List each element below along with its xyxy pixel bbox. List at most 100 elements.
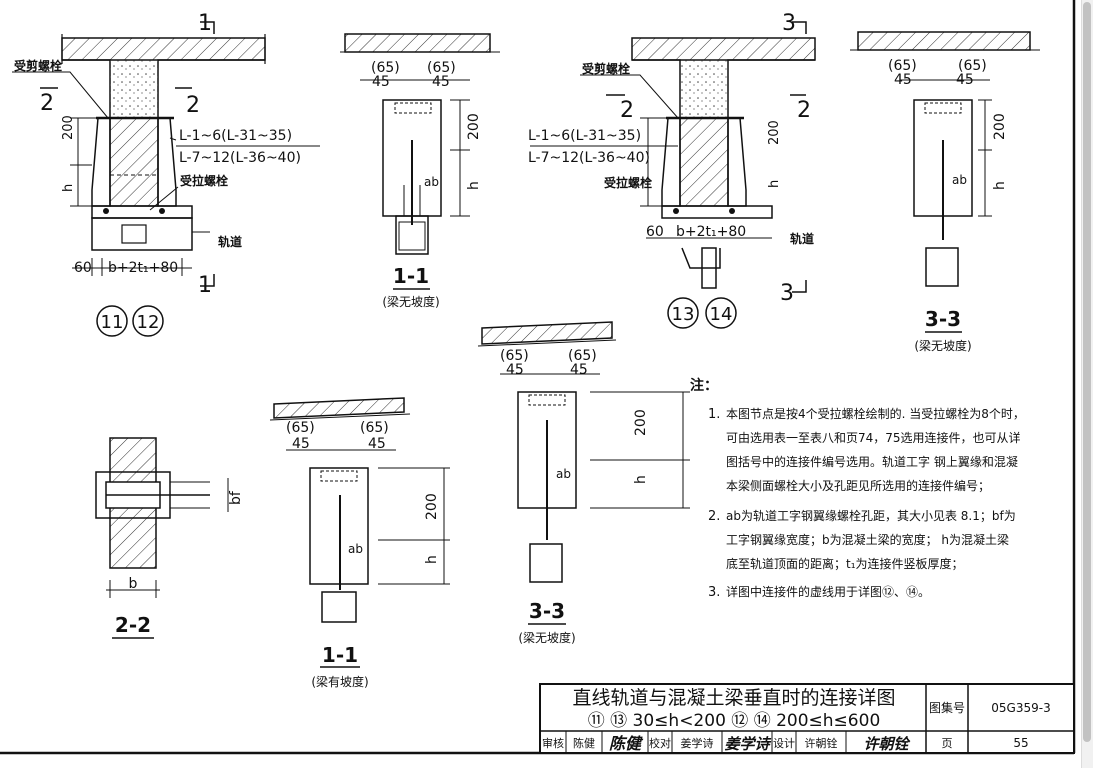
- cut-2-left: 2: [620, 98, 634, 123]
- ab-label: ab: [556, 467, 571, 481]
- note-1-line-1: 本图节点是按4个受拉螺栓绘制的. 当受拉螺栓为8个时，: [726, 406, 1025, 421]
- cut-3-top: 3: [782, 11, 796, 36]
- dim-65b: (65): [360, 420, 389, 436]
- cut-1-top: 1: [198, 11, 212, 36]
- dim-h: h: [424, 555, 440, 564]
- dim-45a: 45: [506, 362, 524, 378]
- atlas-label: 图集号: [929, 700, 965, 715]
- note-2-line-3: 底至轨道顶面的距离；t₁为连接件竖板厚度；: [726, 556, 964, 571]
- cut-3-bottom: 3: [780, 281, 794, 306]
- notes-heading: 注：: [690, 377, 718, 394]
- section-subtitle: (梁有坡度): [311, 674, 368, 689]
- dim-45a: 45: [372, 74, 390, 90]
- design-label: 设计: [773, 737, 795, 750]
- dim-200: 200: [767, 120, 782, 145]
- detail-label-14: 14: [710, 304, 733, 325]
- dim-200: 200: [466, 113, 482, 140]
- dim-65a: (65): [500, 348, 529, 364]
- detail-label-12: 12: [137, 312, 160, 333]
- dim-45a: 45: [292, 436, 310, 452]
- ab-label: ab: [952, 173, 967, 187]
- rail-label: 轨道: [218, 234, 242, 249]
- dim-bf: bf: [228, 490, 244, 505]
- note-2-line-2: 工字钢翼缘宽度；b为混凝土梁的宽度； h为混凝土梁: [726, 532, 1009, 547]
- note-1-line-2: 可由选用表一至表八和页74，75选用连接件，也可从详: [726, 430, 1021, 445]
- section-2-2: bf b 2-2: [95, 437, 244, 639]
- dim-h: h: [61, 184, 76, 192]
- note-1-line-4: 本梁侧面螺栓大小及孔距见所选用的连接件编号；: [726, 478, 990, 493]
- design-signature: 许朝铨: [863, 735, 910, 753]
- dim-45b: 45: [956, 72, 974, 88]
- detail-11-12: 受剪螺栓 2 2 1 1 L-1~6(L-31~35) L-7~12(L-36~…: [12, 11, 320, 337]
- section-title: 1-1: [393, 264, 429, 288]
- dim-200: 200: [633, 409, 649, 436]
- detail-13-14: 受剪螺栓 2 2 3 3 L-1~6(L-31~35) L-7~12(L-36~…: [528, 11, 816, 329]
- section-1-1-slope: (65) (65) 45 45 200 h ab 1-1 (梁有坡度): [269, 397, 450, 689]
- review-signature: 陈健: [609, 734, 644, 753]
- detail-label-11: 11: [101, 312, 124, 333]
- drawing-subtitle: ⑪ ⑬ 30≤h<200 ⑫ ⑭ 200≤h≤600: [588, 711, 881, 731]
- section-subtitle: (梁无坡度): [914, 338, 971, 353]
- ab-label: ab: [348, 542, 363, 556]
- dim-45b: 45: [570, 362, 588, 378]
- dim-60: 60: [646, 224, 664, 240]
- section-3-3-mid: (65) (65) 45 45 200 h ab 3-3 (梁无坡度): [477, 321, 690, 645]
- dim-200: 200: [61, 115, 76, 140]
- shear-bolt-label: 受剪螺栓: [14, 58, 62, 73]
- dim-65b: (65): [568, 348, 597, 364]
- review-name: 陈健: [573, 736, 595, 750]
- cut-1-bottom: 1: [198, 273, 212, 298]
- note-3-line-1: 详图中连接件的虚线用于详图⑫、⑭。: [726, 584, 930, 599]
- page-number: 55: [1013, 736, 1028, 750]
- dim-65b: (65): [958, 58, 987, 74]
- notes-block: 注： 1. 本图节点是按4个受拉螺栓绘制的. 当受拉螺栓为8个时， 可由选用表一…: [690, 377, 1025, 600]
- part-label-a: L-1~6(L-31~35): [179, 128, 292, 144]
- cut-2-right: 2: [797, 98, 811, 123]
- section-title: 3-3: [925, 307, 961, 331]
- section-3-3-flat-top: (65) (65) 45 45 200 h ab 3-3 (梁无坡度): [850, 31, 1040, 353]
- check-signature: 姜学诗: [724, 735, 771, 753]
- section-subtitle: (梁无坡度): [382, 294, 439, 309]
- dim-65a: (65): [371, 60, 400, 76]
- detail-label-13: 13: [672, 304, 695, 325]
- check-label: 校对: [649, 736, 671, 750]
- review-label: 审核: [542, 736, 564, 750]
- dim-65a: (65): [888, 58, 917, 74]
- dim-h: h: [767, 180, 782, 188]
- scrollbar-thumb[interactable]: [1083, 2, 1091, 742]
- section-title: 3-3: [529, 599, 565, 623]
- note-3-num: 3.: [708, 585, 720, 600]
- tension-bolt-label: 受拉螺栓: [180, 173, 228, 188]
- shear-bolt-label: 受剪螺栓: [582, 61, 630, 76]
- cut-2-left: 2: [40, 91, 54, 116]
- dim-h: h: [992, 181, 1008, 190]
- cut-2-right: 2: [186, 93, 200, 118]
- dim-65a: (65): [286, 420, 315, 436]
- check-name: 姜学诗: [681, 736, 714, 750]
- rail-label: 轨道: [790, 231, 814, 246]
- tension-bolt-label: 受拉螺栓: [604, 175, 652, 190]
- section-title: 1-1: [322, 643, 358, 667]
- note-2-line-1: ab为轨道工字钢翼缘螺栓孔距，其大小见表 8.1；bf为: [726, 508, 1016, 523]
- dim-60: 60: [74, 260, 92, 276]
- title-block: 直线轨道与混凝土梁垂直时的连接详图 ⑪ ⑬ 30≤h<200 ⑫ ⑭ 200≤h…: [539, 683, 1075, 754]
- section-title: 2-2: [115, 613, 151, 637]
- dim-b: b: [129, 576, 138, 592]
- page-label: 页: [942, 737, 953, 750]
- atlas-number: 05G359-3: [991, 701, 1050, 715]
- dim-200: 200: [992, 113, 1008, 140]
- note-1-line-3: 图括号中的连接件编号选用。轨道工字 钢上翼缘和混凝: [726, 454, 1018, 469]
- part-label-b: L-7~12(L-36~40): [179, 150, 301, 166]
- drawing-title: 直线轨道与混凝土梁垂直时的连接详图: [572, 687, 895, 709]
- dim-h: h: [466, 181, 482, 190]
- dim-45b: 45: [432, 74, 450, 90]
- slab-hatch: [61, 37, 266, 61]
- dim-width: b+2t₁+80: [108, 260, 178, 276]
- note-2-num: 2.: [708, 509, 720, 524]
- part-label-a: L-1~6(L-31~35): [528, 128, 641, 144]
- dim-200: 200: [424, 493, 440, 520]
- note-1-num: 1.: [708, 407, 720, 422]
- dim-width: b+2t₁+80: [676, 224, 746, 240]
